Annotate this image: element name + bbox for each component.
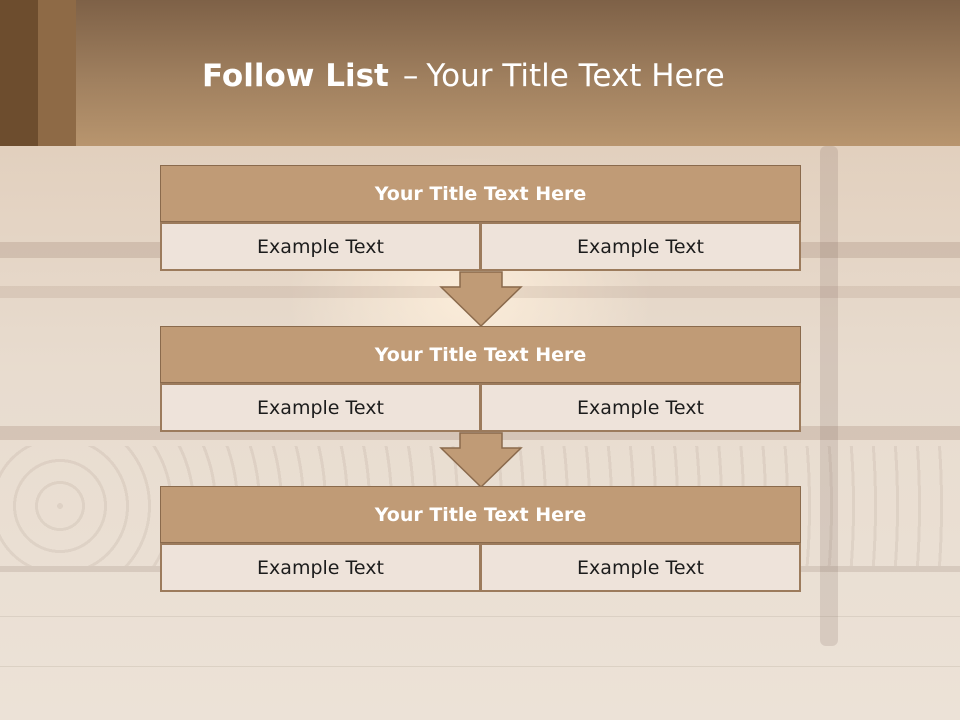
slide-title-rest: Your Title Text Here — [426, 58, 725, 94]
slide-title-dash: – — [402, 58, 419, 94]
down-arrow-icon — [439, 271, 523, 328]
header-band: Follow List–Your Title Text Here — [0, 0, 960, 146]
step-cell-left: Example Text — [160, 543, 481, 592]
step-title: Your Title Text Here — [160, 165, 801, 222]
slide-title-bold: Follow List — [202, 58, 389, 94]
header-accent-dark — [0, 0, 38, 146]
step-cell-right: Example Text — [480, 543, 801, 592]
step-cell-right: Example Text — [480, 383, 801, 432]
step-cell-left: Example Text — [160, 383, 481, 432]
step-cell-right: Example Text — [480, 222, 801, 271]
step-title: Your Title Text Here — [160, 486, 801, 543]
header-accent-mid — [38, 0, 76, 146]
step-cell-left: Example Text — [160, 222, 481, 271]
slide-title: Follow List–Your Title Text Here — [202, 56, 725, 96]
down-arrow-icon — [439, 432, 523, 489]
step-title: Your Title Text Here — [160, 326, 801, 383]
